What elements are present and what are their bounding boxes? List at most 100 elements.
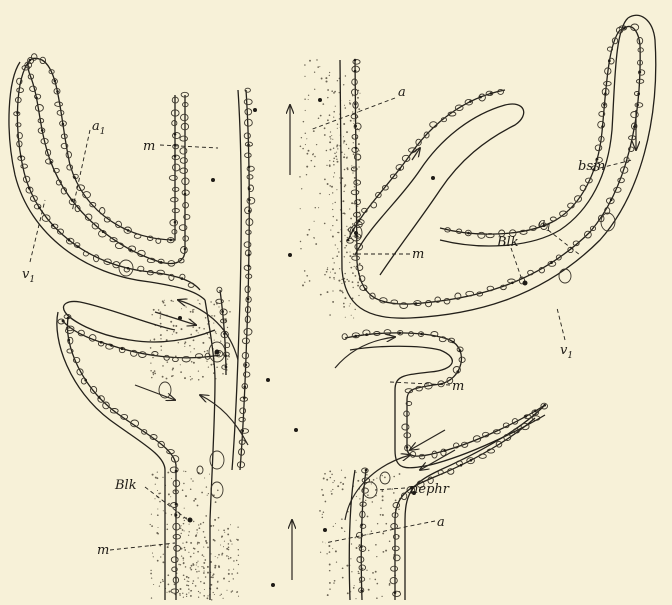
stipple-dot bbox=[306, 153, 308, 155]
stipple-dot bbox=[192, 583, 193, 584]
cell-nucleus bbox=[71, 199, 74, 202]
stipple-dot bbox=[331, 474, 332, 475]
stipple-dot bbox=[214, 340, 215, 341]
label-blk-right: Blk bbox=[496, 235, 519, 250]
stipple-dot bbox=[358, 295, 359, 296]
stipple-dot bbox=[330, 131, 331, 132]
stipple-dot bbox=[332, 482, 333, 483]
stipple-dot bbox=[350, 120, 352, 122]
stipple-dot bbox=[188, 592, 189, 593]
cell-nucleus bbox=[354, 125, 357, 128]
stipple-dot bbox=[382, 551, 384, 553]
label-blk-bottom: Blk bbox=[114, 478, 137, 493]
stipple-dot bbox=[157, 490, 158, 491]
stipple-dot bbox=[224, 541, 225, 542]
stipple-dot bbox=[207, 495, 208, 496]
cell-nucleus bbox=[38, 207, 41, 210]
stipple-dot bbox=[182, 489, 184, 491]
stipple-dot bbox=[314, 156, 316, 158]
stipple-dot bbox=[309, 60, 311, 62]
stipple-dot bbox=[353, 142, 354, 143]
stipple-dot bbox=[228, 558, 230, 560]
stipple-dot bbox=[340, 482, 341, 483]
stipple-dot bbox=[359, 150, 360, 151]
cell-nucleus bbox=[248, 199, 251, 202]
cell-nucleus bbox=[360, 546, 363, 549]
stipple-dot bbox=[202, 376, 204, 378]
stipple-dot bbox=[184, 547, 185, 548]
stipple-dot bbox=[150, 347, 152, 349]
stipple-dot bbox=[385, 550, 387, 552]
stipple-dot bbox=[343, 303, 345, 305]
stipple-dot bbox=[214, 594, 215, 595]
stipple-dot bbox=[190, 556, 192, 558]
stipple-dot bbox=[329, 141, 331, 143]
stipple-dot bbox=[306, 174, 307, 175]
stipple-dot bbox=[221, 536, 222, 537]
stipple-dot bbox=[366, 570, 367, 571]
stipple-dot bbox=[325, 501, 327, 503]
stipple-dot bbox=[160, 315, 161, 316]
stipple-dot bbox=[351, 571, 352, 572]
stipple-dot bbox=[354, 266, 355, 267]
stipple-dot bbox=[341, 518, 343, 520]
stipple-dot bbox=[180, 588, 182, 590]
stipple-dot bbox=[359, 544, 361, 546]
stipple-dot bbox=[327, 97, 328, 98]
stipple-dot bbox=[331, 493, 333, 495]
stipple-dot bbox=[171, 300, 173, 302]
stipple-dot bbox=[190, 319, 191, 320]
stipple-dot bbox=[207, 350, 209, 352]
stipple-dot bbox=[337, 80, 338, 81]
stipple-dot bbox=[168, 544, 169, 545]
stipple-dot bbox=[333, 582, 334, 583]
stipple-dot bbox=[208, 366, 209, 367]
stipple-dot bbox=[195, 498, 197, 500]
stipple-dot bbox=[151, 525, 153, 527]
stipple-dot bbox=[358, 166, 359, 167]
stipple-dot bbox=[382, 499, 384, 501]
stipple-dot bbox=[347, 229, 348, 230]
stipple-dot bbox=[199, 592, 200, 593]
stipple-dot bbox=[327, 291, 329, 293]
stipple-dot bbox=[349, 103, 351, 105]
stipple-dot bbox=[330, 230, 331, 231]
stipple-dot bbox=[190, 311, 192, 313]
stipple-dot bbox=[215, 556, 216, 557]
stipple-dot bbox=[346, 226, 347, 227]
stipple-dot bbox=[190, 351, 191, 352]
stipple-dot bbox=[391, 488, 392, 489]
stipple-dot bbox=[168, 493, 170, 495]
stipple-dot bbox=[346, 252, 348, 254]
stipple-dot bbox=[330, 149, 332, 151]
stipple-dot bbox=[198, 524, 199, 525]
stipple-dot bbox=[218, 517, 220, 519]
stipple-dot bbox=[204, 559, 206, 561]
stipple-dot bbox=[151, 577, 152, 578]
stipple-dot bbox=[224, 320, 226, 322]
stipple-dot bbox=[190, 595, 192, 597]
stipple-dot bbox=[347, 237, 348, 238]
stipple-dot bbox=[382, 532, 384, 534]
stipple-dot bbox=[317, 66, 319, 68]
cell-nucleus bbox=[610, 199, 613, 202]
stipple-dot bbox=[362, 568, 364, 570]
stipple-dot bbox=[160, 338, 161, 339]
stipple-dot bbox=[305, 133, 306, 134]
cell-nucleus bbox=[110, 344, 113, 347]
stipple-dot bbox=[197, 505, 199, 507]
stipple-dot bbox=[170, 321, 172, 323]
stipple-dot bbox=[166, 330, 168, 332]
stipple-dot bbox=[163, 510, 164, 511]
stipple-dot bbox=[344, 256, 345, 257]
cell-nucleus bbox=[525, 415, 528, 418]
stipple-dot bbox=[223, 578, 225, 580]
stipple-dot bbox=[188, 535, 189, 536]
stipple-dot bbox=[157, 514, 159, 516]
stipple-dot bbox=[351, 202, 353, 204]
stipple-dot bbox=[352, 172, 353, 173]
stipple-dot bbox=[380, 508, 381, 509]
cell-nucleus bbox=[127, 229, 130, 232]
stipple-dot bbox=[326, 553, 327, 554]
stipple-dot bbox=[334, 480, 335, 481]
